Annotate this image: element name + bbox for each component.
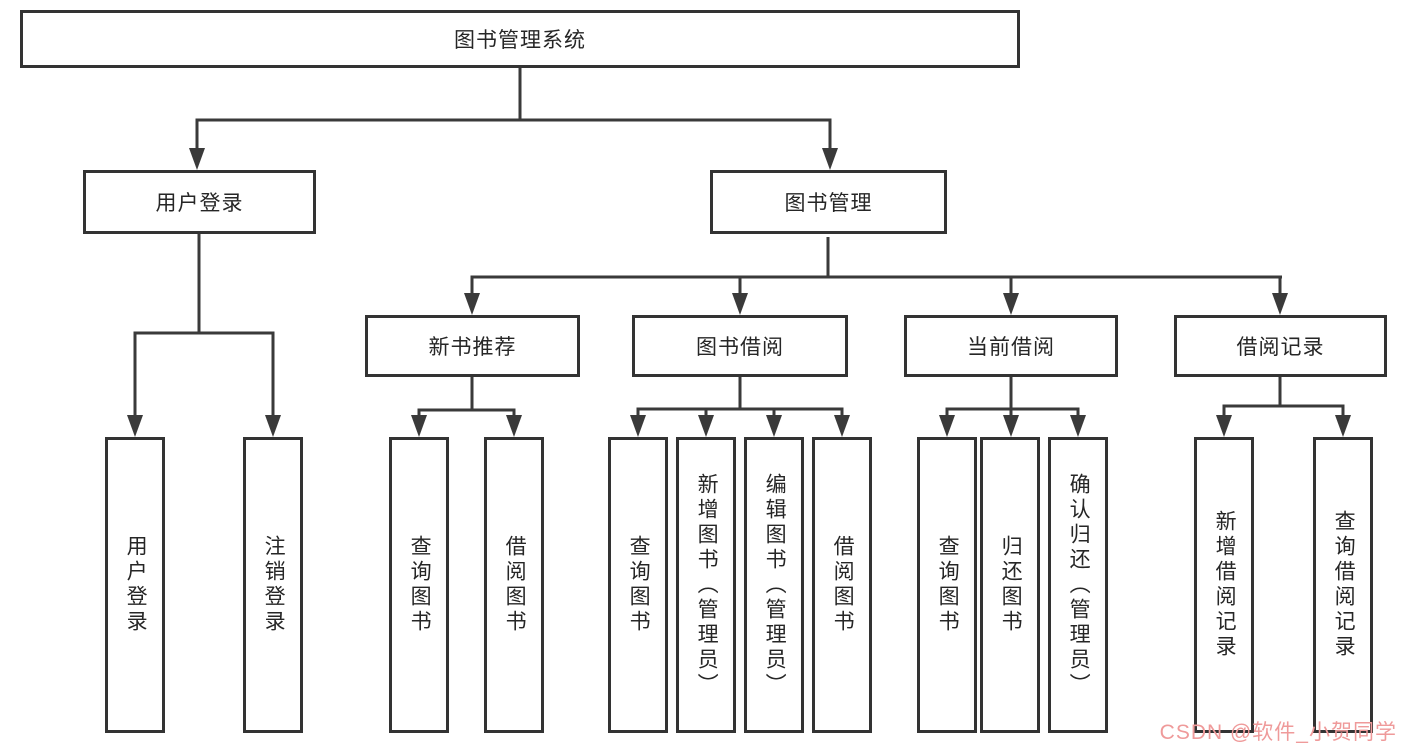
connector-userlogin-to-children <box>133 234 275 416</box>
leaf-edit-books-admin: 编辑图书（管理员） <box>744 437 804 733</box>
leaf-recommend-borrow-books: 借阅图书 <box>484 437 544 733</box>
arrowhead <box>822 148 838 170</box>
node-label: 用户登录 <box>155 192 244 215</box>
node-label: 当前借阅 <box>967 336 1055 359</box>
node-borrow-records: 借阅记录 <box>1174 315 1387 377</box>
csdn-watermark: CSDN @软件_小贺同学 <box>1159 721 1397 744</box>
leaf-logout: 注销登录 <box>243 437 303 733</box>
connector-current-to-children <box>945 377 1080 416</box>
leaf-borrow-query-books: 查询图书 <box>608 437 668 733</box>
node-label: 查询图书 <box>408 535 432 635</box>
arrowhead <box>1003 293 1019 315</box>
node-label: 查询图书 <box>627 535 651 635</box>
arrowhead <box>1216 415 1232 437</box>
arrowhead <box>834 415 850 437</box>
connector-bookmgmt-to-level3 <box>470 237 1282 294</box>
arrowhead <box>939 415 955 437</box>
leaf-return-books: 归还图书 <box>980 437 1040 733</box>
node-book-borrow: 图书借阅 <box>632 315 848 377</box>
leaf-query-borrow-record: 查询借阅记录 <box>1313 437 1373 733</box>
leaf-recommend-query-books: 查询图书 <box>389 437 449 733</box>
connector-borrow-to-children <box>636 377 844 416</box>
arrowhead <box>698 415 714 437</box>
arrowhead <box>1272 293 1288 315</box>
leaf-confirm-return-admin: 确认归还（管理员） <box>1048 437 1108 733</box>
node-label: 借阅图书 <box>831 535 855 635</box>
arrowhead <box>265 415 281 437</box>
arrowhead <box>1003 415 1019 437</box>
arrowhead <box>506 415 522 437</box>
node-library-system: 图书管理系统 <box>20 10 1020 68</box>
node-label: 编辑图书（管理员） <box>763 472 787 698</box>
node-label: 图书管理 <box>784 192 873 215</box>
arrowhead <box>630 415 646 437</box>
leaf-add-borrow-record: 新增借阅记录 <box>1194 437 1254 733</box>
node-label: 确认归还（管理员） <box>1067 472 1091 698</box>
node-label: 查询图书 <box>936 535 960 635</box>
arrowhead <box>464 293 480 315</box>
connector-records-to-children <box>1222 377 1345 416</box>
arrowhead <box>766 415 782 437</box>
node-label: 注销登录 <box>262 535 286 635</box>
connector-root-to-level2 <box>195 68 832 149</box>
node-label: 查询借阅记录 <box>1332 510 1356 660</box>
arrowhead <box>732 293 748 315</box>
leaf-borrow-books: 借阅图书 <box>812 437 872 733</box>
node-label: 图书借阅 <box>696 336 784 359</box>
node-book-management: 图书管理 <box>710 170 947 234</box>
node-label: 新增借阅记录 <box>1213 510 1237 660</box>
arrowhead <box>1335 415 1351 437</box>
node-user-login: 用户登录 <box>83 170 316 234</box>
leaf-add-books-admin: 新增图书（管理员） <box>676 437 736 733</box>
arrowhead <box>189 148 205 170</box>
connector-recommend-to-children <box>417 377 516 416</box>
node-label: 新增图书（管理员） <box>695 472 719 698</box>
leaf-user-login: 用户登录 <box>105 437 165 733</box>
arrowhead <box>127 415 143 437</box>
arrowhead <box>1070 415 1086 437</box>
node-label: 归还图书 <box>999 535 1023 635</box>
node-new-book-recommend: 新书推荐 <box>365 315 580 377</box>
node-current-borrow: 当前借阅 <box>904 315 1118 377</box>
leaf-current-query-books: 查询图书 <box>917 437 977 733</box>
node-label: 图书管理系统 <box>454 29 586 52</box>
node-label: 借阅记录 <box>1236 336 1325 359</box>
node-label: 用户登录 <box>124 535 148 635</box>
node-label: 新书推荐 <box>428 336 517 359</box>
node-label: 借阅图书 <box>503 535 527 635</box>
arrowhead <box>411 415 427 437</box>
